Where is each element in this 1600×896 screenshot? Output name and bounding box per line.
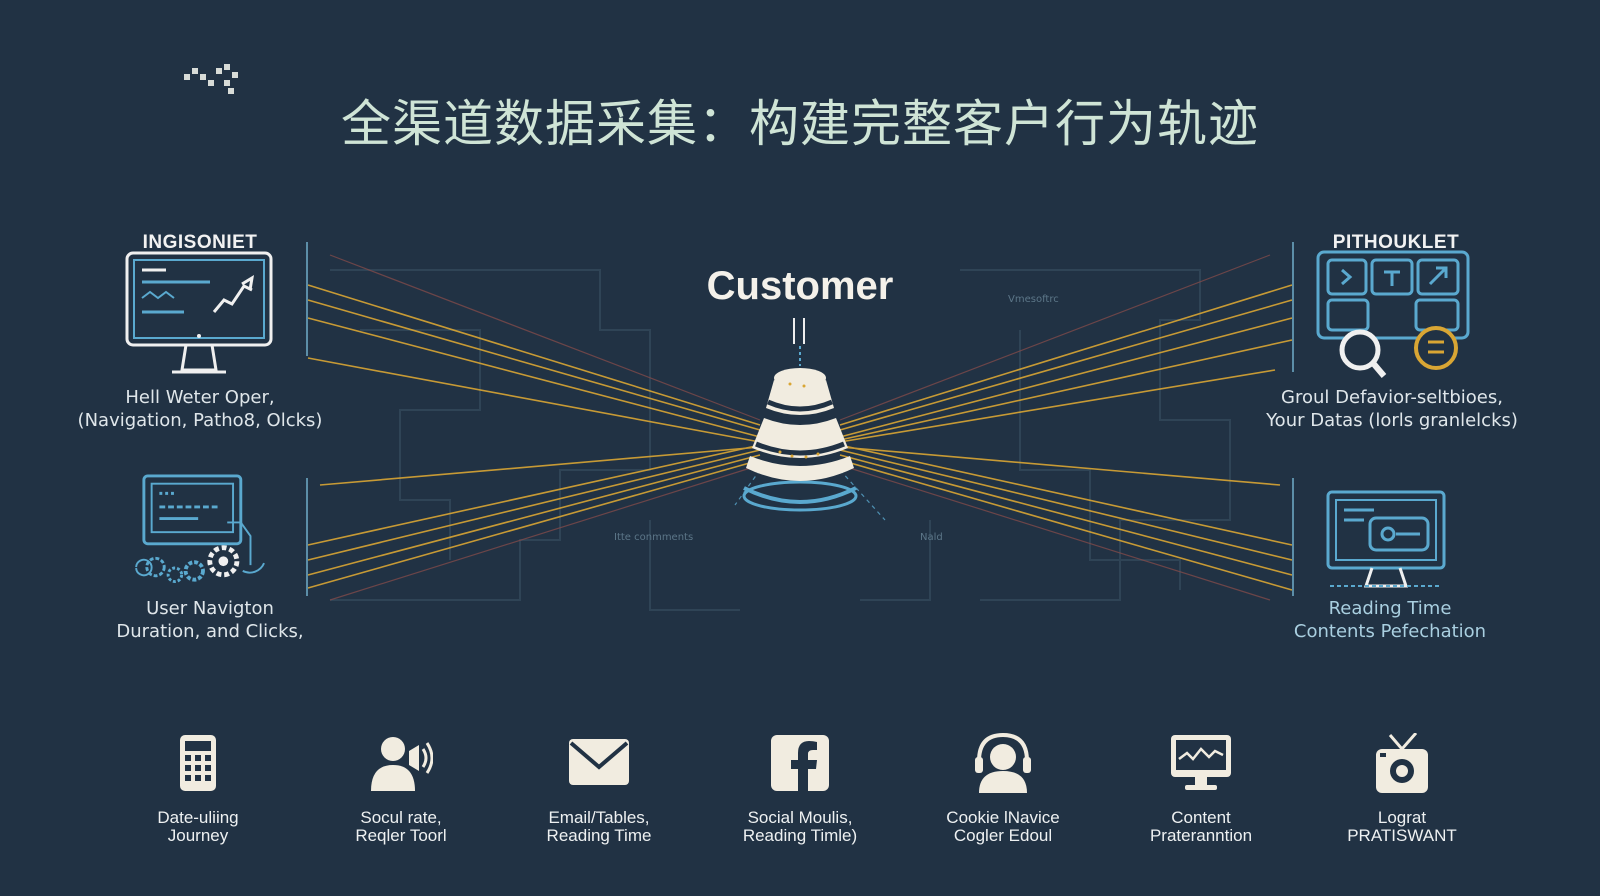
caption-bottom-left-line2: Duration, and Clicks, [116, 621, 304, 642]
channel-label-6: Content Prateranntion [1116, 809, 1286, 845]
channel-item-7: Lograt PRATISWANT [1317, 733, 1487, 845]
page-title: 全渠道数据采集：构建完整客户行为轨迹 [341, 95, 1259, 153]
faint-label-upper-right: Vmesoftrc [1008, 294, 1059, 305]
calculator-icon [180, 735, 216, 791]
customer-label: Customer [706, 264, 894, 308]
caption-top-right-line2: Your Datas (lorls granlelcks) [1266, 410, 1518, 431]
caption-top-right: Groul Defavior-seltbioes, Your Datas (lo… [1222, 386, 1562, 432]
channel-1-line2: Journey [167, 826, 229, 845]
channel-4-line2: Reading Timle) [742, 826, 858, 845]
headset-user-icon [975, 733, 1031, 793]
caption-top-left-line1: Hell Weter Oper, [125, 387, 275, 408]
channel-item-3: Email/Tables, Reading Time [514, 733, 684, 845]
channel-label-4: Social Moulis, Reading Timle) [715, 809, 885, 845]
channel-item-4: Social Moulis, Reading Timle) [715, 733, 885, 845]
caption-bottom-left-line1: User Navigton [146, 598, 274, 619]
channel-6-line2: Prateranntion [1149, 826, 1253, 845]
monitor-analytics-icon [125, 251, 273, 374]
channel-3-line2: Reading Time [546, 826, 652, 845]
channel-label-5: Cookie lNavice Cogler Edoul [918, 809, 1088, 845]
channel-7-line2: PRATISWANT [1347, 826, 1457, 845]
channel-item-5: Cookie lNavice Cogler Edoul [918, 733, 1088, 845]
panel-heading-top-left: INGISONIET [142, 232, 258, 253]
channel-item-6: Content Prateranntion [1116, 733, 1286, 845]
channel-label-1: Date-uliing Journey [113, 809, 283, 845]
monitor-chart-icon [1171, 735, 1231, 790]
channel-label-3: Email/Tables, Reading Time [514, 809, 684, 845]
channel-item-2: Socul rate, Reqler Toorl [316, 733, 486, 845]
dashboard-search-icon [1316, 250, 1470, 378]
channel-item-1: Date-uliing Journey [113, 733, 283, 845]
channel-6-line1: Content [1171, 808, 1231, 827]
caption-bottom-right-line1: Reading Time [1328, 598, 1452, 619]
channel-7-line1: Lograt [1377, 808, 1427, 827]
divider-top-right [1292, 242, 1294, 372]
caption-top-left: Hell Weter Oper, (Navigation, Patho8, Ol… [50, 386, 350, 432]
channel-5-line1: Cookie lNavice [946, 808, 1060, 827]
channel-2-line1: Socul rate, [360, 808, 442, 827]
caption-bottom-right-line2: Contents Pefechation [1293, 621, 1487, 642]
monitor-content-icon [1326, 490, 1446, 588]
customer-hub-icon [742, 318, 858, 512]
brand-logo [184, 64, 238, 94]
panel-heading-top-right: PITHOUKLET [1332, 232, 1460, 253]
channel-3-line1: Email/Tables, [548, 808, 650, 827]
channel-4-line1: Social Moulis, [747, 808, 853, 827]
divider-top-left [306, 242, 308, 356]
channel-2-line2: Reqler Toorl [355, 826, 447, 845]
caption-top-left-line2: (Navigation, Patho8, Olcks) [77, 410, 323, 431]
user-speaker-icon [371, 737, 433, 791]
channel-5-line2: Cogler Edoul [953, 826, 1053, 845]
caption-bottom-right: Reading Time Contents Pefechation [1240, 597, 1540, 643]
email-icon [569, 739, 629, 785]
tv-icon [1376, 733, 1428, 793]
caption-top-right-line1: Groul Defavior-seltbioes, [1281, 387, 1503, 408]
channel-label-2: Socul rate, Reqler Toorl [316, 809, 486, 845]
channel-1-line1: Date-uliing [157, 808, 239, 827]
divider-bottom-left [306, 478, 308, 596]
caption-bottom-left: User Navigton Duration, and Clicks, [60, 597, 360, 643]
faint-label-lower-left: Itte conmments [614, 532, 694, 543]
monitor-gears-icon [135, 474, 265, 584]
channel-label-7: Lograt PRATISWANT [1317, 809, 1487, 845]
faint-label-lower-right: Nald [920, 532, 943, 543]
facebook-icon [771, 735, 829, 791]
divider-bottom-right [1292, 478, 1294, 596]
